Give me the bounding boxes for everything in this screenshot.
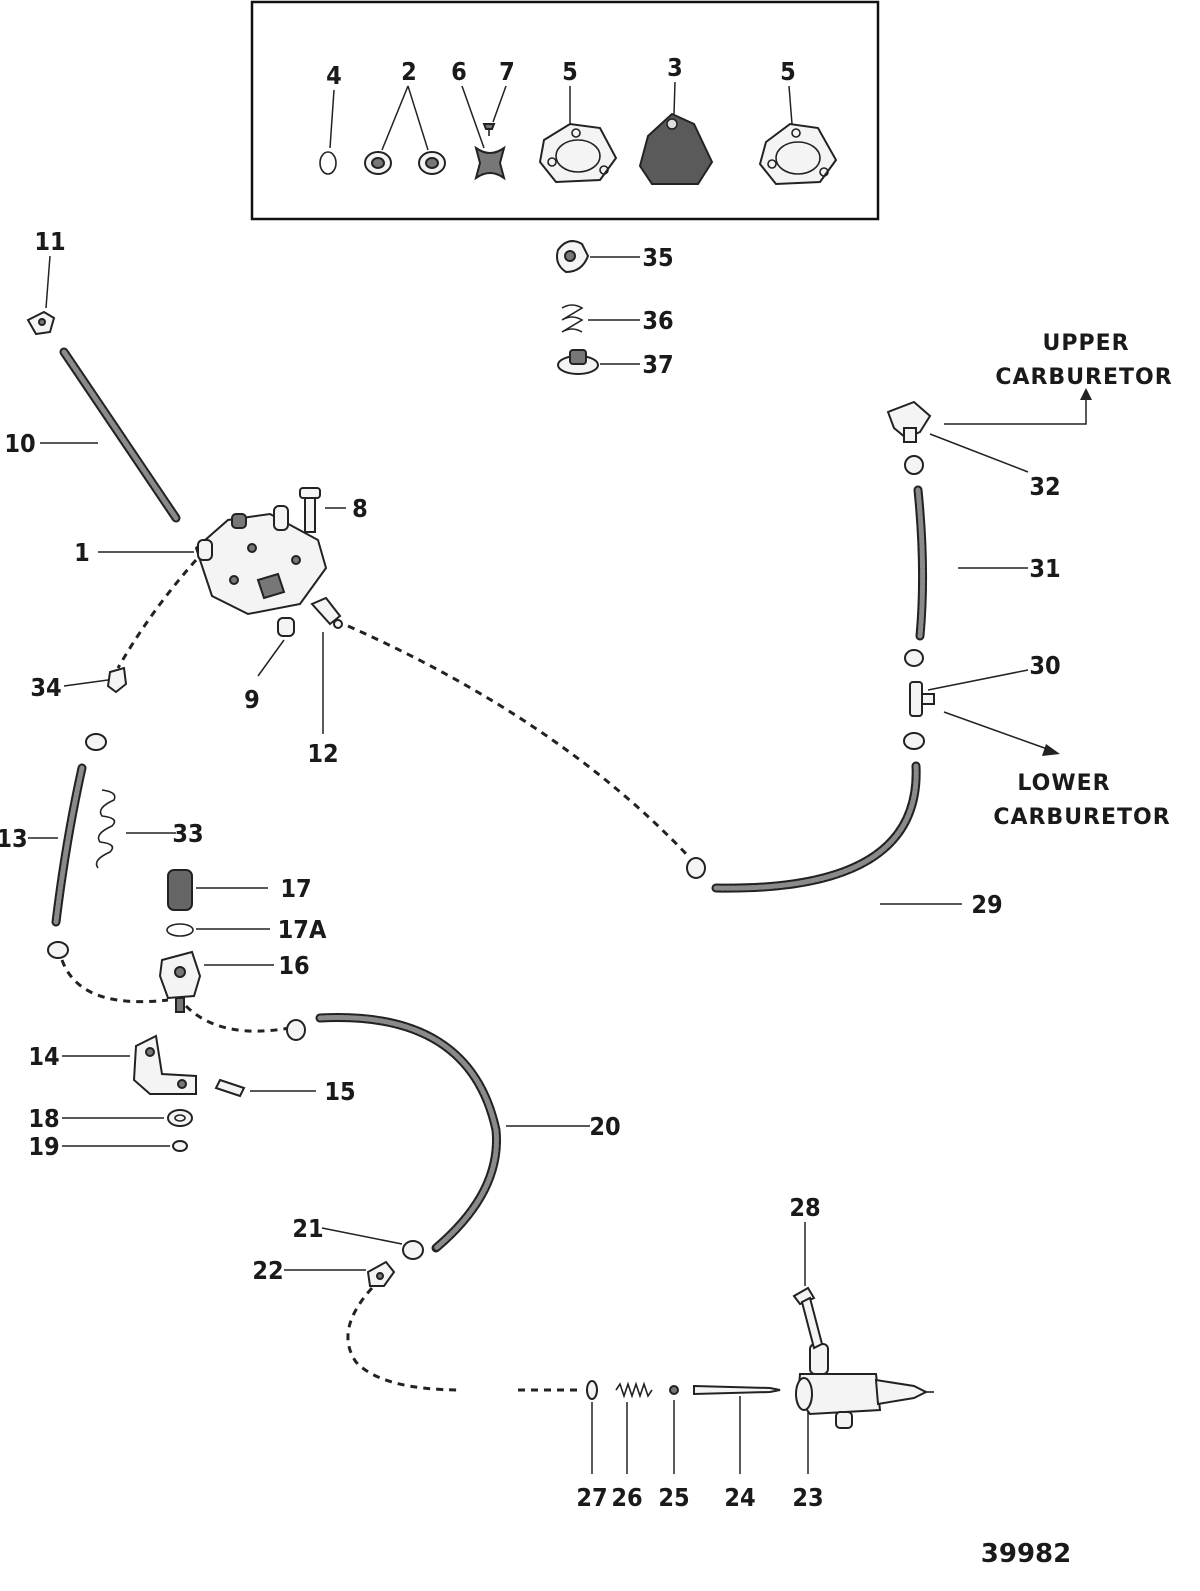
callout-9: 9 bbox=[244, 685, 260, 714]
part-4-o-ring: 4 bbox=[319, 61, 342, 175]
part-1-fuel-pump: 1 bbox=[74, 505, 328, 616]
clamp-20-top bbox=[286, 1019, 306, 1041]
callout-33: 33 bbox=[172, 819, 203, 848]
part-13-hose: 13 bbox=[0, 763, 87, 927]
dashed-connection-12-29 bbox=[347, 624, 692, 860]
clamp-31-bottom bbox=[904, 649, 924, 667]
part-25-ball: 25 bbox=[658, 1385, 690, 1512]
callout-8: 8 bbox=[352, 494, 368, 523]
callout-32: 32 bbox=[1029, 472, 1060, 501]
dashed-connection-16-20 bbox=[184, 1004, 291, 1033]
callout-14: 14 bbox=[28, 1042, 59, 1071]
clamp-13-top bbox=[85, 733, 107, 751]
part-6-retainer: 6 bbox=[451, 57, 506, 181]
callout-36: 36 bbox=[642, 306, 673, 335]
callout-1: 1 bbox=[74, 538, 90, 567]
callout-34: 34 bbox=[30, 673, 61, 702]
callout-17: 17 bbox=[280, 874, 311, 903]
callout-21: 21 bbox=[292, 1214, 323, 1243]
drawing-number: 39982 bbox=[981, 1539, 1071, 1569]
clamp-29-bottom bbox=[686, 857, 706, 879]
dashed-connection-13-16 bbox=[60, 959, 169, 1004]
callout-17a: 17A bbox=[278, 915, 327, 944]
part-18-washer: 18 bbox=[28, 1104, 193, 1133]
lower-label-line1: LOWER bbox=[1017, 771, 1110, 796]
callout-28: 28 bbox=[789, 1193, 820, 1222]
part-12-elbow: 12 bbox=[307, 596, 343, 768]
clamp-13-bottom bbox=[47, 941, 69, 959]
dashed-connection-22-a bbox=[346, 1286, 463, 1392]
lower-label-line2: CARBURETOR bbox=[993, 805, 1170, 830]
part-21-clamp: 21 bbox=[292, 1214, 424, 1260]
callout-25: 25 bbox=[658, 1483, 689, 1512]
part-36-spring: 36 bbox=[561, 304, 674, 335]
part-17-filter: 17 bbox=[167, 869, 312, 911]
lower-carburetor-label: LOWER CARBURETOR bbox=[943, 711, 1170, 830]
part-35-cap: 35 bbox=[556, 240, 674, 274]
part-9-plug: 9 bbox=[244, 617, 295, 714]
callout-10: 10 bbox=[4, 429, 35, 458]
callout-5-right: 5 bbox=[780, 57, 796, 86]
upper-label-line2: CARBURETOR bbox=[995, 365, 1172, 390]
clamp-29-top bbox=[903, 732, 925, 750]
part-34-fitting: 34 bbox=[30, 666, 128, 702]
callout-3: 3 bbox=[667, 53, 683, 82]
part-22-fitting: 22 bbox=[252, 1256, 396, 1287]
callout-11: 11 bbox=[34, 227, 65, 256]
callout-4: 4 bbox=[326, 61, 342, 90]
part-24-needle: 24 bbox=[693, 1384, 781, 1512]
part-31-hose: 31 bbox=[913, 485, 1061, 641]
part-33-filter-element: 33 bbox=[95, 789, 204, 869]
callout-24: 24 bbox=[724, 1483, 755, 1512]
part-26-spring: 26 bbox=[611, 1381, 653, 1512]
part-19-nut: 19 bbox=[28, 1132, 188, 1161]
part-14-bracket: 14 bbox=[28, 1034, 197, 1095]
callout-12: 12 bbox=[307, 739, 338, 768]
part-5-gasket-right: 5 bbox=[758, 57, 838, 186]
callout-27: 27 bbox=[576, 1483, 607, 1512]
part-11-fitting: 11 bbox=[26, 227, 66, 336]
callout-15: 15 bbox=[324, 1077, 355, 1106]
clamp-31-top bbox=[904, 455, 924, 475]
part-5-gasket-left: 5 bbox=[538, 57, 618, 184]
callout-31: 31 bbox=[1029, 554, 1060, 583]
part-16-filter-housing: 16 bbox=[158, 950, 310, 1013]
part-32-elbow: 32 bbox=[886, 400, 1061, 501]
callout-30: 30 bbox=[1029, 651, 1060, 680]
part-7-screw: 7 bbox=[482, 57, 515, 136]
part-3-diaphragm: 3 bbox=[638, 53, 714, 185]
part-37-plunger: 37 bbox=[557, 349, 674, 379]
part-15-screw: 15 bbox=[214, 1077, 356, 1106]
dashed-connection-1-34 bbox=[116, 559, 198, 669]
part-17a-gasket: 17A bbox=[166, 915, 327, 944]
callout-20: 20 bbox=[589, 1112, 620, 1141]
part-23-primer-valve: 23 bbox=[792, 1343, 934, 1512]
callout-37: 37 bbox=[642, 350, 673, 379]
callout-5-left: 5 bbox=[562, 57, 578, 86]
upper-carburetor-label: UPPER CARBURETOR bbox=[944, 331, 1172, 425]
callout-6: 6 bbox=[451, 57, 467, 86]
callout-16: 16 bbox=[278, 951, 309, 980]
part-30-tee-fitting: 30 bbox=[909, 651, 1061, 717]
part-28-screw: 28 bbox=[789, 1193, 824, 1350]
callout-26: 26 bbox=[611, 1483, 642, 1512]
callout-19: 19 bbox=[28, 1132, 59, 1161]
part-8-screw: 8 bbox=[299, 487, 368, 533]
repair-kit-box: 4 2 6 7 bbox=[250, 0, 880, 221]
part-29-hose: 29 bbox=[711, 761, 1003, 919]
callout-13: 13 bbox=[0, 824, 28, 853]
callout-18: 18 bbox=[28, 1104, 59, 1133]
part-10-hose: 10 bbox=[4, 347, 181, 523]
upper-label-line1: UPPER bbox=[1042, 331, 1129, 356]
part-27-seal: 27 bbox=[576, 1380, 608, 1512]
part-20-hose: 20 bbox=[315, 1013, 621, 1253]
callout-7: 7 bbox=[499, 57, 515, 86]
callout-2: 2 bbox=[401, 57, 417, 86]
callout-35: 35 bbox=[642, 243, 673, 272]
part-2-check-valves: 2 bbox=[364, 57, 446, 175]
callout-29: 29 bbox=[971, 890, 1002, 919]
callout-23: 23 bbox=[792, 1483, 823, 1512]
callout-22: 22 bbox=[252, 1256, 283, 1285]
